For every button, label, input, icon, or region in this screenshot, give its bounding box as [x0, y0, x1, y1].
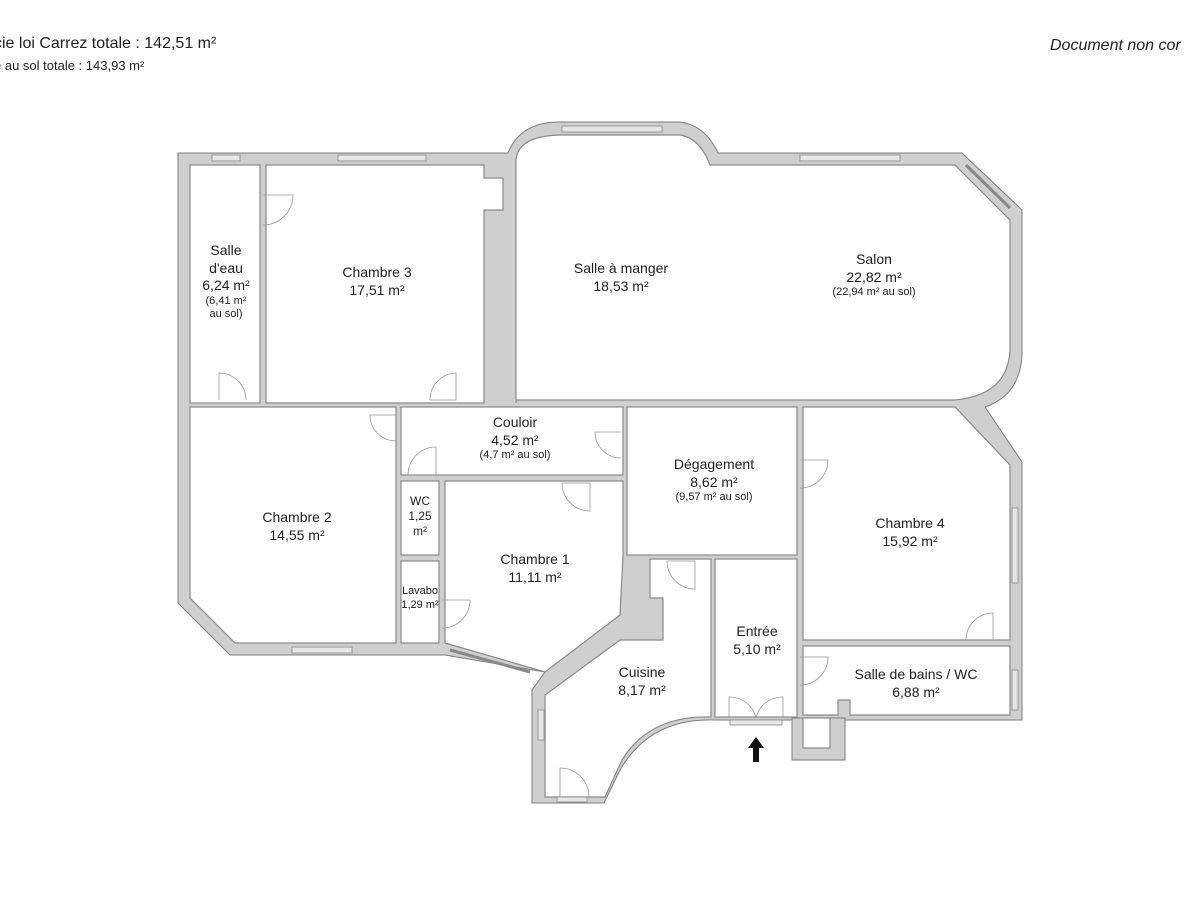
room-salle-eau	[189, 164, 261, 404]
label-wc: WC 1,25 m²	[408, 494, 432, 538]
label-chambre-1: Chambre 1 11,11 m²	[500, 551, 570, 585]
room-salle-de-bains	[802, 645, 1011, 716]
label-salon: Salon 22,82 m² (22,94 m² au sol)	[832, 251, 916, 298]
disclaimer: Document non cor	[1050, 37, 1181, 54]
floor-total-surface: e au sol totale : 143,93 m²	[0, 58, 145, 73]
room-cuisine	[544, 558, 712, 798]
niche-inner	[802, 717, 831, 749]
room-chambre-4	[802, 406, 1011, 641]
label-salle-eau: Salle d'eau 6,24 m² (6,41 m² au sol)	[202, 242, 250, 321]
room-degagement	[626, 406, 798, 556]
label-cuisine: Cuisine 8,17 m²	[618, 664, 666, 698]
room-couloir	[400, 406, 624, 476]
label-salle-de-bains: Salle de bains / WC 6,88 m²	[854, 666, 978, 700]
windows	[211, 125, 1019, 803]
room-entree	[714, 558, 798, 718]
label-lavabo: Lavabo 1,29 m²	[401, 585, 439, 611]
label-chambre-3: Chambre 3 17,51 m²	[342, 264, 412, 298]
doors	[218, 194, 994, 798]
room-wc	[400, 480, 440, 556]
up-arrow-icon	[748, 737, 764, 762]
room-chambre-3	[265, 164, 504, 404]
room-lavabo	[400, 560, 440, 644]
room-chambre-1	[444, 480, 624, 673]
label-entree: Entrée 5,10 m²	[733, 623, 781, 657]
label-degagement: Dégagement 8,62 m² (9,57 m² au sol)	[673, 456, 755, 503]
room-chambre-2	[189, 406, 397, 644]
room-salle-a-manger-salon	[515, 134, 1011, 403]
label-chambre-4: Chambre 4 15,92 m²	[875, 515, 945, 549]
label-chambre-2: Chambre 2 14,55 m²	[262, 509, 332, 543]
label-couloir: Couloir 4,52 m² (4,7 m² au sol)	[479, 414, 551, 461]
label-salle-a-manger: Salle à manger 18,53 m²	[573, 260, 669, 294]
carrez-total-surface: cie loi Carrez totale : 142,51 m²	[0, 35, 217, 52]
